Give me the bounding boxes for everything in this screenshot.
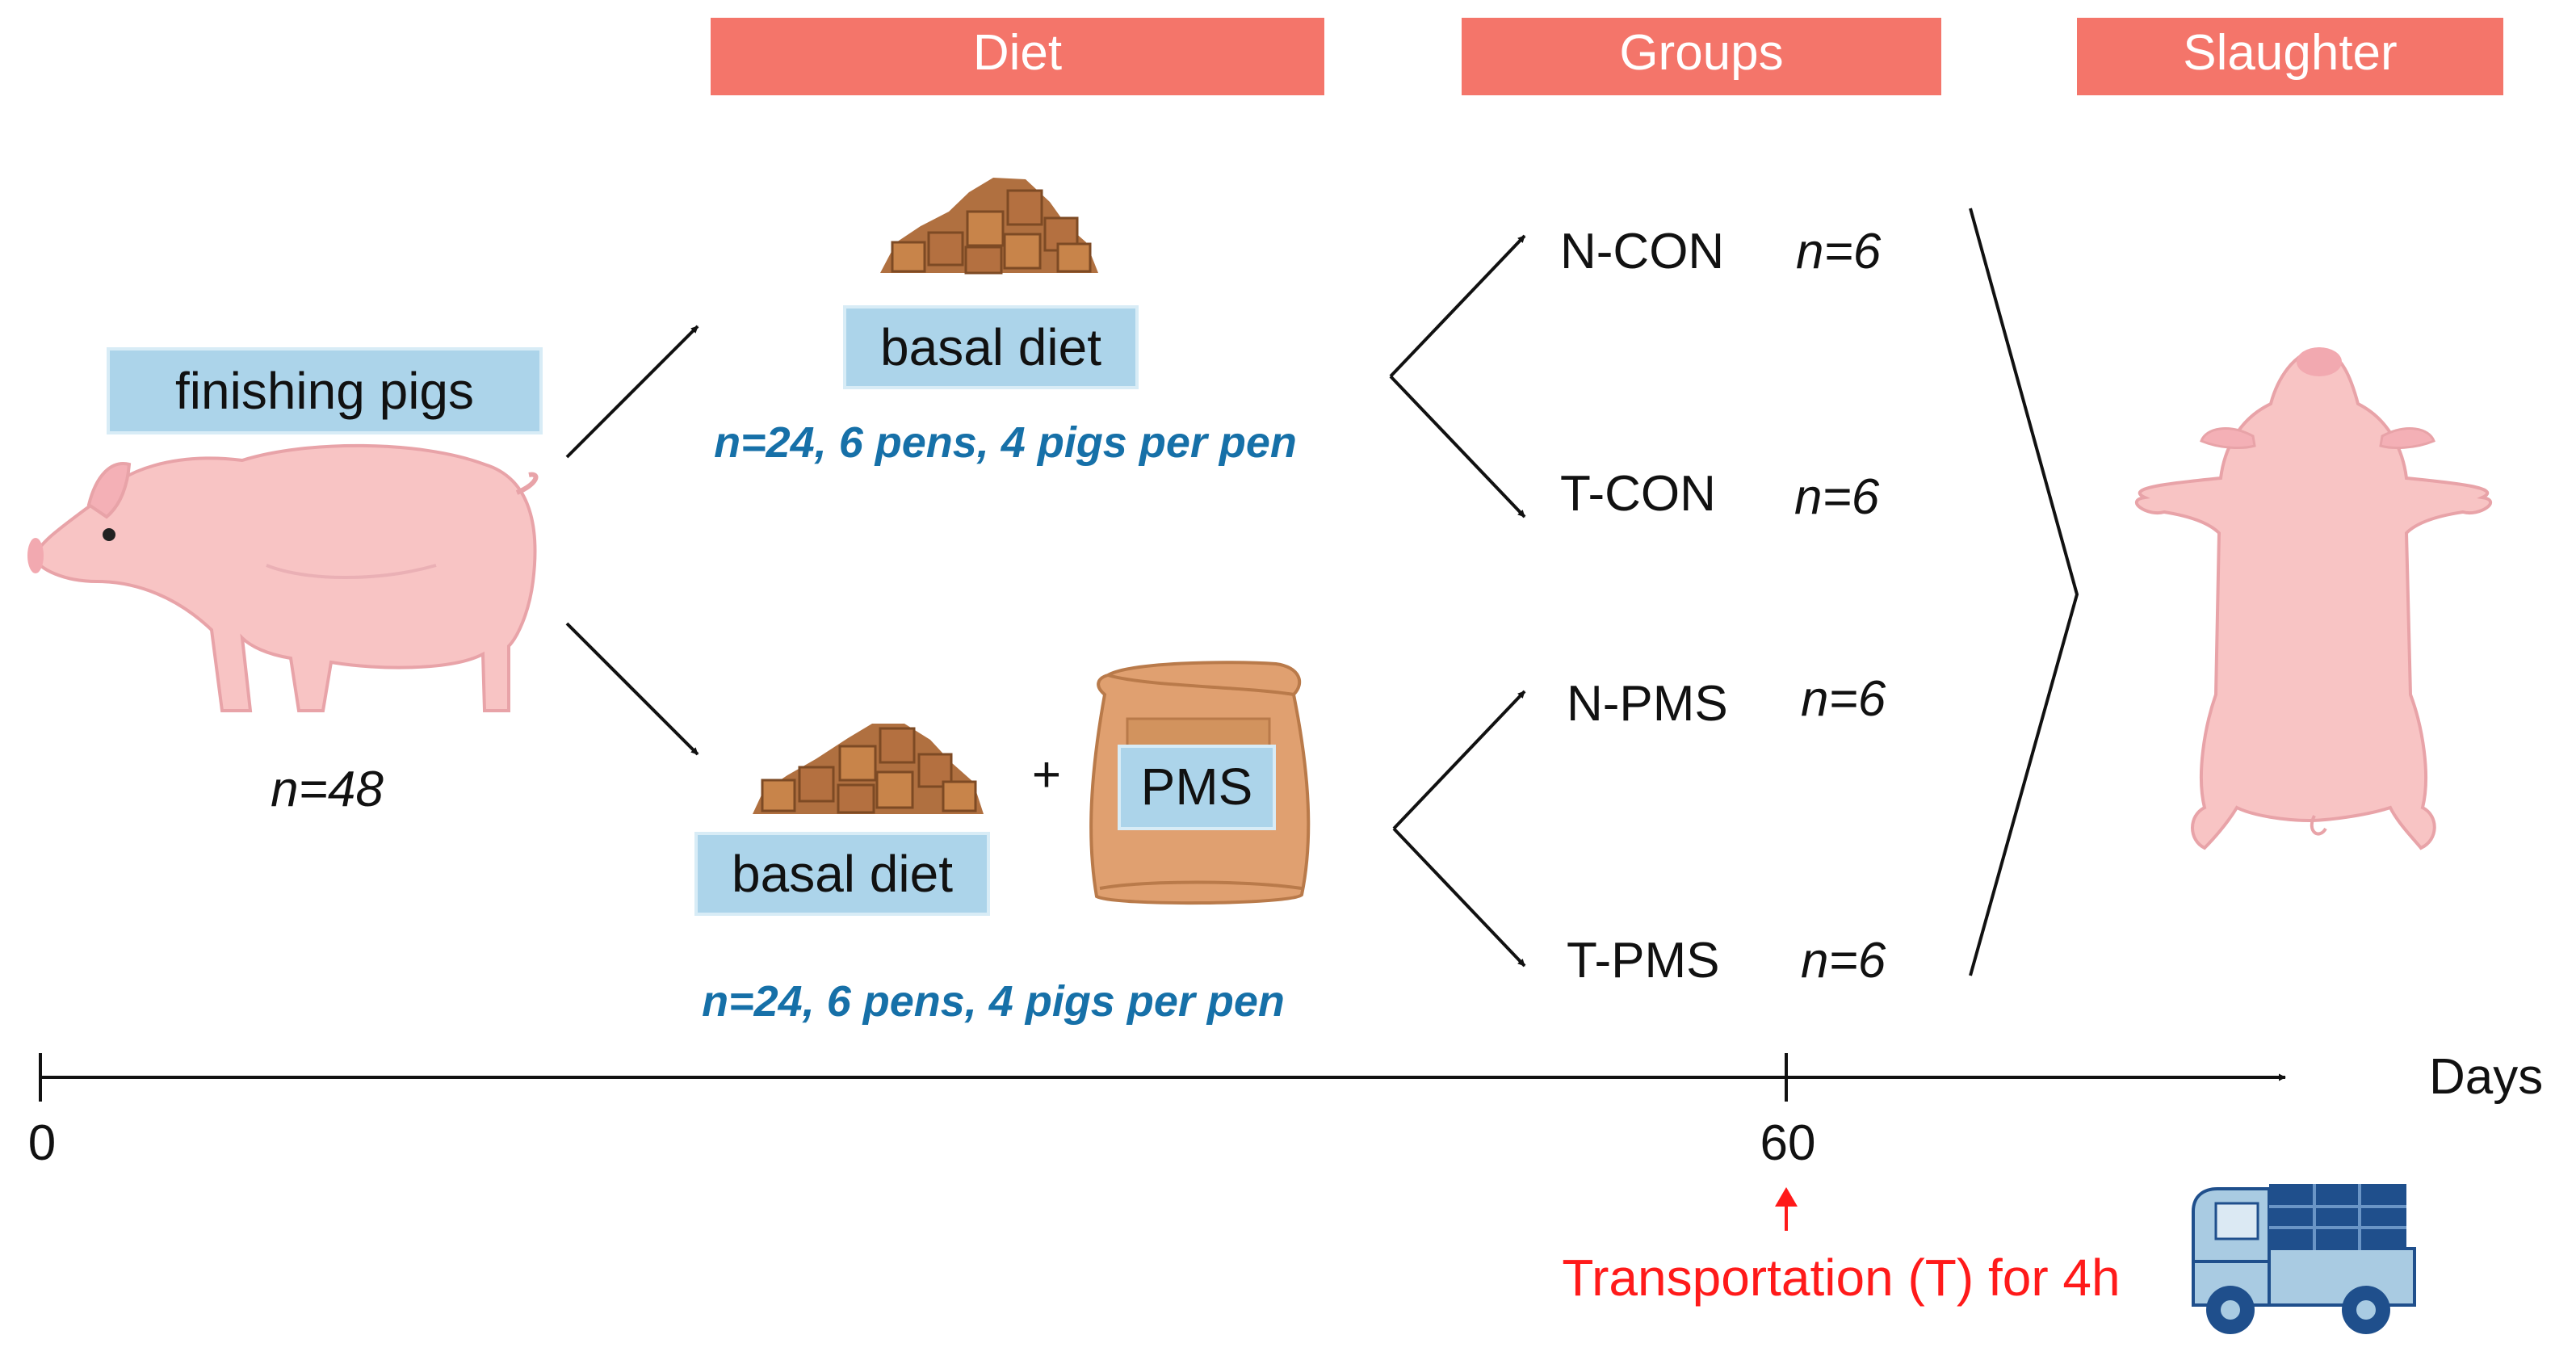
basal-diet-top-box: basal diet [843, 305, 1139, 389]
transportation-event-label: Transportation (T) for 4h [1562, 1249, 2120, 1307]
header-slaughter-label: Slaughter [2183, 25, 2397, 81]
group-name-t-pms: T-PMS [1567, 933, 1719, 989]
timeline-unit-label: Days [2429, 1049, 2543, 1105]
truck-icon [2192, 1184, 2416, 1334]
finishing-pigs-label: finishing pigs [175, 362, 474, 420]
group-name-t-con: T-CON [1560, 466, 1716, 522]
pms-label: PMS [1141, 758, 1253, 816]
diet-top-n-label: n=24, 6 pens, 4 pigs per pen [714, 418, 1297, 467]
arrow-to-top-diet [565, 325, 699, 459]
pigs-n-label: n=48 [271, 762, 384, 817]
arrow-to-bottom-diet [565, 622, 699, 756]
arrow-to-n-con [1389, 234, 1526, 378]
diet-bottom-n-label: n=24, 6 pens, 4 pigs per pen [702, 977, 1285, 1026]
pig-carcass-icon [2134, 346, 2493, 850]
header-diet-label: Diet [973, 25, 1062, 81]
feed-pile-icon [753, 724, 984, 814]
arrow-to-n-pms [1392, 690, 1526, 830]
arrow-to-t-con [1389, 375, 1526, 518]
group-n-n-pms: n=6 [1801, 671, 1886, 727]
pig-icon [27, 443, 539, 712]
group-n-n-con: n=6 [1796, 224, 1882, 279]
header-slaughter: Slaughter [2077, 18, 2503, 95]
group-name-n-con: N-CON [1560, 224, 1724, 279]
plus-sign: + [1032, 747, 1061, 803]
feed-pile-icon [880, 178, 1098, 275]
basal-diet-bottom-label: basal diet [732, 845, 953, 903]
arrow-to-t-pms [1392, 827, 1526, 968]
basal-diet-bottom-box: basal diet [694, 832, 990, 916]
timeline-mark-label: 60 [1760, 1115, 1816, 1171]
finishing-pigs-box: finishing pigs [107, 347, 543, 434]
converge-chevron [1969, 208, 2079, 976]
basal-diet-top-label: basal diet [880, 318, 1101, 376]
group-n-t-pms: n=6 [1801, 933, 1886, 989]
group-n-t-con: n=6 [1794, 469, 1880, 525]
header-groups-label: Groups [1619, 25, 1783, 81]
event-arrowhead [1775, 1187, 1798, 1207]
timeline-start-label: 0 [28, 1115, 56, 1171]
pms-box: PMS [1118, 745, 1276, 830]
group-name-n-pms: N-PMS [1567, 676, 1728, 732]
header-diet: Diet [711, 18, 1324, 95]
header-groups: Groups [1462, 18, 1941, 95]
